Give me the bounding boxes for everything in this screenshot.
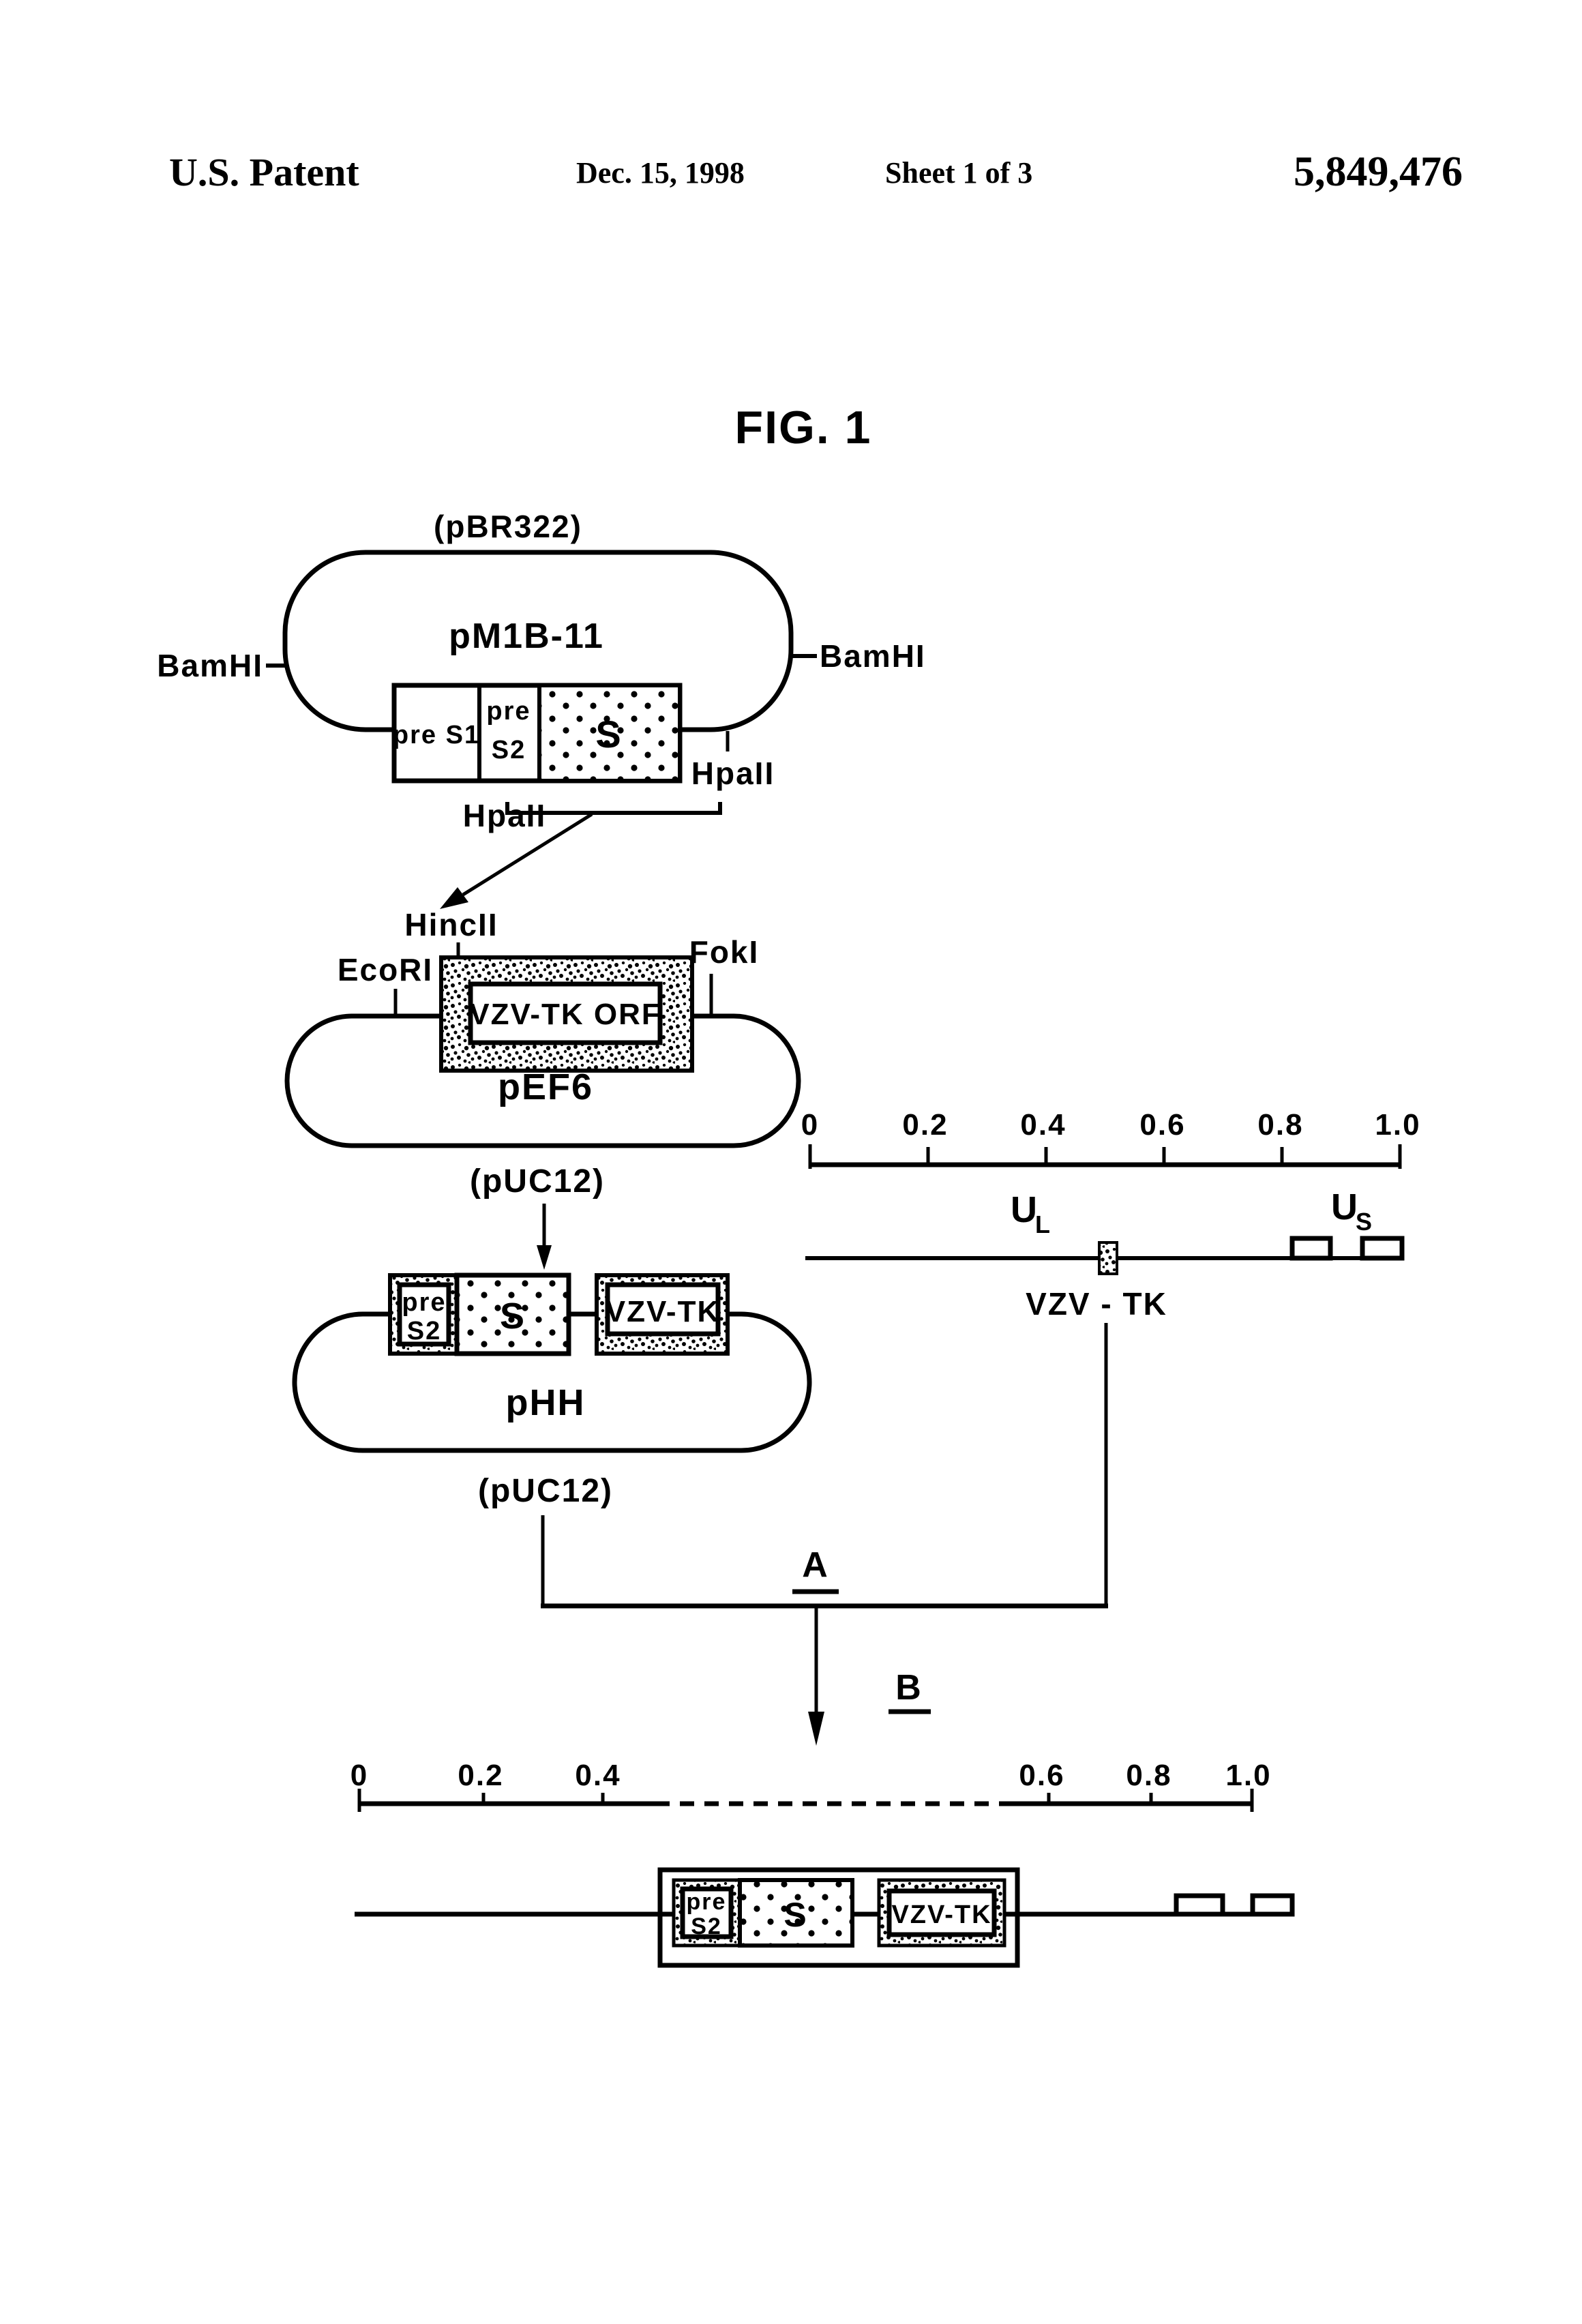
phh-s2-label: S2 [407, 1317, 441, 1345]
vzvtk-gene-marker [1098, 1241, 1118, 1275]
fragment-bracket [505, 802, 722, 815]
bamhi-left-label: BamHI [157, 648, 263, 683]
us-main: U [1331, 1187, 1359, 1227]
bottom-s-box: S [738, 1878, 854, 1948]
step-a-label: A [802, 1545, 829, 1585]
phh-s-box: S [454, 1272, 571, 1356]
ul-subscript: L [1035, 1210, 1051, 1238]
map-top-tick-label-4: 0.8 [1257, 1108, 1303, 1142]
vzvtk-gene-label: VZV - TK [1026, 1286, 1167, 1322]
clone-arrow-head [440, 887, 468, 909]
header: U.S. Patent Dec. 15, 1998 Sheet 1 of 3 5… [169, 149, 1463, 195]
bottom-s-label: S [783, 1896, 807, 1934]
pm1b11-backbone-label: (pBR322) [434, 509, 582, 544]
bottom-repeat-box-2 [1250, 1893, 1295, 1917]
repeat-box-2 [1360, 1236, 1405, 1261]
s-region-dotted-fill [541, 687, 678, 779]
excision-bracket-arrow [440, 802, 722, 909]
phh-vzvtk-label: VZV-TK [606, 1295, 720, 1328]
pre-label: pre [486, 697, 531, 726]
repeat-box-1 [1289, 1236, 1333, 1261]
map-bottom-tick-label-4: 0.8 [1126, 1759, 1171, 1792]
map-top-tick-label-3: 0.6 [1139, 1108, 1185, 1142]
plasmid-phh: pre S2 S VZV-TK pHH (pUC12) [292, 1272, 812, 1509]
pm1b11-gene-box: pre S1 pre S2 S [391, 683, 683, 784]
s2-label: S2 [492, 736, 526, 764]
vzv-tk-orf-box: VZV-TK ORF [439, 955, 694, 1073]
phh-name: pHH [506, 1382, 586, 1423]
plasmid-pm1b11: (pBR322) pM1B-11 BamHI BamHI pre S1 pre … [157, 509, 926, 833]
pef6-backbone-label: (pUC12) [470, 1163, 605, 1200]
phh-pre-s2-box: pre S2 [388, 1273, 459, 1356]
foki-label: FokI [689, 934, 760, 970]
plasmid-pef6: HincII EcoRI FokI VZV-TK ORF pEF6 (pUC12… [284, 907, 801, 1270]
bamhi-right-label: BamHI [820, 638, 926, 674]
map-top-tick-label-2: 0.4 [1020, 1108, 1066, 1142]
map-bottom-tick-label-1: 0.2 [458, 1759, 503, 1792]
us-region-label: U S [1331, 1187, 1373, 1236]
bottom-vzvtk-inner-box [886, 1888, 997, 1937]
ul-main: U [1011, 1189, 1039, 1230]
vzv-genome-map-top: 0 0.2 0.4 0.6 0.8 1.0 U L U S VZV - TK [801, 1108, 1420, 1608]
map-bottom-tick-label-0: 0 [350, 1759, 368, 1792]
phh-vzvtk-box: VZV-TK [595, 1273, 730, 1356]
header-title: U.S. Patent [169, 150, 359, 194]
ecori-label: EcoRI [338, 952, 433, 987]
phh-backbone-label: (pUC12) [478, 1473, 613, 1509]
bottom-pre-s2-inner-box [680, 1886, 734, 1939]
s-dotted-box [454, 1272, 571, 1356]
map-top-tick-label-0: 0 [801, 1108, 819, 1142]
pre-s1-label: pre S1 [393, 721, 480, 749]
vzvtk-inner-box [605, 1282, 721, 1337]
recombination-junction: A B [541, 1515, 1108, 1746]
orf-label: VZV-TK ORF [469, 998, 661, 1031]
us-subscript: S [1356, 1208, 1373, 1236]
map-top-tick-label-1: 0.2 [902, 1108, 948, 1142]
map-bottom-tick-label-5: 1.0 [1225, 1759, 1271, 1792]
pm1b11-name: pM1B-11 [449, 616, 604, 656]
hincii-label: HincII [404, 907, 498, 942]
hpaii-bottom-label: HpaII [463, 798, 546, 833]
bottom-vzvtk-label: VZV-TK [891, 1901, 991, 1929]
orf-inner-box [468, 981, 663, 1045]
figure-title: FIG. 1 [735, 402, 872, 453]
header-patent-number: 5,849,476 [1294, 149, 1463, 195]
step-b-label: B [895, 1668, 923, 1708]
pre-s2-inner-box [397, 1282, 451, 1347]
bottom-vzvtk-box: VZV-TK [877, 1878, 1006, 1948]
bottom-pre-s2-box: pre S2 [672, 1878, 742, 1948]
clone-arrow-shaft [462, 812, 593, 897]
bottom-s-dotted-box [738, 1878, 854, 1948]
recombinant-map-bottom: 0 0.2 0.4 0.6 0.8 1.0 pre S2 S VZV-TK [350, 1759, 1295, 1968]
map-top-tick-label-5: 1.0 [1375, 1108, 1420, 1142]
bottom-repeat-box-1 [1174, 1893, 1225, 1917]
pef6-to-phh-arrow-head [537, 1245, 552, 1270]
s-label: S [595, 713, 622, 756]
hpaii-right-label: HpaII [691, 756, 775, 791]
phh-pre-label: pre [402, 1288, 446, 1317]
pef6-name: pEF6 [498, 1067, 593, 1107]
ul-region-label: U L [1011, 1189, 1051, 1238]
bottom-s2-label: S2 [691, 1913, 722, 1939]
junction-arrow-head [808, 1712, 824, 1746]
bottom-pre-label: pre [687, 1889, 727, 1915]
map-bottom-tick-label-3: 0.6 [1019, 1759, 1064, 1792]
header-sheet: Sheet 1 of 3 [885, 156, 1032, 190]
map-bottom-tick-label-2: 0.4 [575, 1759, 621, 1792]
header-date: Dec. 15, 1998 [576, 156, 745, 190]
phh-s-label: S [500, 1296, 526, 1337]
